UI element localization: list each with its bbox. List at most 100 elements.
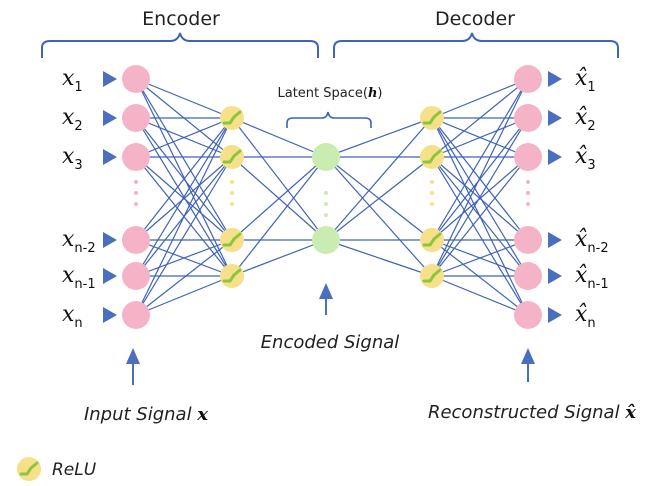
edge: [431, 117, 529, 158]
edge: [431, 156, 529, 316]
edge: [135, 78, 233, 119]
relu-node: [420, 106, 444, 130]
network-nodes: [122, 65, 542, 329]
output-arrow: [548, 110, 562, 126]
edge: [431, 78, 529, 241]
output-label: x̂1: [575, 66, 596, 95]
edge: [135, 275, 233, 316]
relu-node: [420, 264, 444, 288]
input-label: xn-1: [62, 263, 96, 292]
encoded-signal-caption: Encoded Signal: [261, 332, 400, 353]
reconstructed-signal-caption: Reconstructed Signal x̂: [428, 402, 636, 423]
output-label: x̂2: [575, 105, 596, 134]
output-label: x̂3: [575, 144, 596, 173]
relu-node: [420, 145, 444, 169]
output-node: [514, 104, 542, 132]
output-up-arrow: [521, 348, 535, 382]
input-node: [122, 143, 150, 171]
edge: [325, 117, 433, 158]
ellipsis-dot: [230, 180, 234, 184]
input-arrow: [103, 307, 117, 323]
ellipsis-dot: [526, 180, 530, 184]
relu-node: [220, 145, 244, 169]
encoder-brace: [41, 32, 319, 58]
relu-legend: ReLU: [17, 457, 97, 481]
input-label: x1: [62, 66, 83, 95]
edge: [231, 156, 327, 241]
ellipsis-dot: [526, 191, 530, 195]
input-label: x2: [62, 105, 83, 134]
edge: [431, 78, 529, 158]
ellipsis-dot: [134, 202, 138, 206]
output-arrow: [548, 268, 562, 284]
encoder-title: Encoder: [142, 8, 220, 30]
edge: [135, 156, 233, 241]
ellipsis-dot: [134, 191, 138, 195]
ellipsis-dot: [134, 180, 138, 184]
edge: [325, 156, 433, 241]
input-node: [122, 65, 150, 93]
output-arrow: [548, 307, 562, 323]
input-label: x3: [62, 144, 83, 173]
input-node: [122, 262, 150, 290]
output-label: x̂n-1: [575, 263, 609, 292]
latent-brace: [286, 111, 372, 128]
edge: [431, 275, 529, 316]
relu-node: [220, 106, 244, 130]
edge: [431, 117, 529, 241]
input-node: [122, 104, 150, 132]
edge: [431, 239, 529, 277]
ellipsis-dot: [526, 202, 530, 206]
output-node: [514, 143, 542, 171]
input-node: [122, 301, 150, 329]
edge: [135, 239, 233, 277]
latent-node: [312, 143, 340, 171]
output-node: [514, 226, 542, 254]
input-arrow: [103, 71, 117, 87]
edge: [231, 117, 327, 241]
output-node: [514, 65, 542, 93]
ellipsis-dot: [324, 202, 328, 206]
edge: [135, 117, 233, 158]
ellipsis-dot: [324, 191, 328, 195]
encoded-up-arrow: [319, 283, 333, 315]
ellipsis-dot: [324, 213, 328, 217]
edge: [325, 117, 433, 241]
output-arrow: [548, 149, 562, 165]
input-arrow: [103, 149, 117, 165]
input-arrow: [103, 232, 117, 248]
edge: [431, 78, 529, 277]
input-signal-caption: Input Signal x: [84, 404, 208, 425]
latent-node: [312, 226, 340, 254]
input-arrow: [103, 268, 117, 284]
edge: [135, 239, 233, 316]
edge: [135, 78, 233, 277]
ellipsis-dot: [430, 202, 434, 206]
latent-space-label: Latent Space(h): [278, 86, 383, 101]
edge: [231, 156, 327, 277]
relu-node: [420, 228, 444, 252]
edge: [431, 239, 529, 316]
relu-legend-icon: [17, 457, 41, 481]
ellipsis-dot: [430, 191, 434, 195]
output-node: [514, 301, 542, 329]
relu-node: [220, 264, 244, 288]
ellipsis-dot: [230, 202, 234, 206]
edge: [135, 78, 233, 241]
edge: [135, 117, 233, 277]
decoder-brace: [333, 32, 619, 58]
input-label: xn: [62, 302, 83, 331]
input-up-arrow: [126, 348, 140, 385]
network-edges: [135, 78, 529, 316]
ellipsis-dot: [230, 191, 234, 195]
edge: [135, 117, 233, 241]
output-node: [514, 262, 542, 290]
edge: [231, 117, 327, 158]
relu-legend-label: ReLU: [52, 460, 97, 480]
edge: [431, 78, 529, 119]
ellipsis-dot: [430, 180, 434, 184]
edge: [135, 117, 233, 316]
output-label: x̂n-2: [575, 227, 609, 256]
